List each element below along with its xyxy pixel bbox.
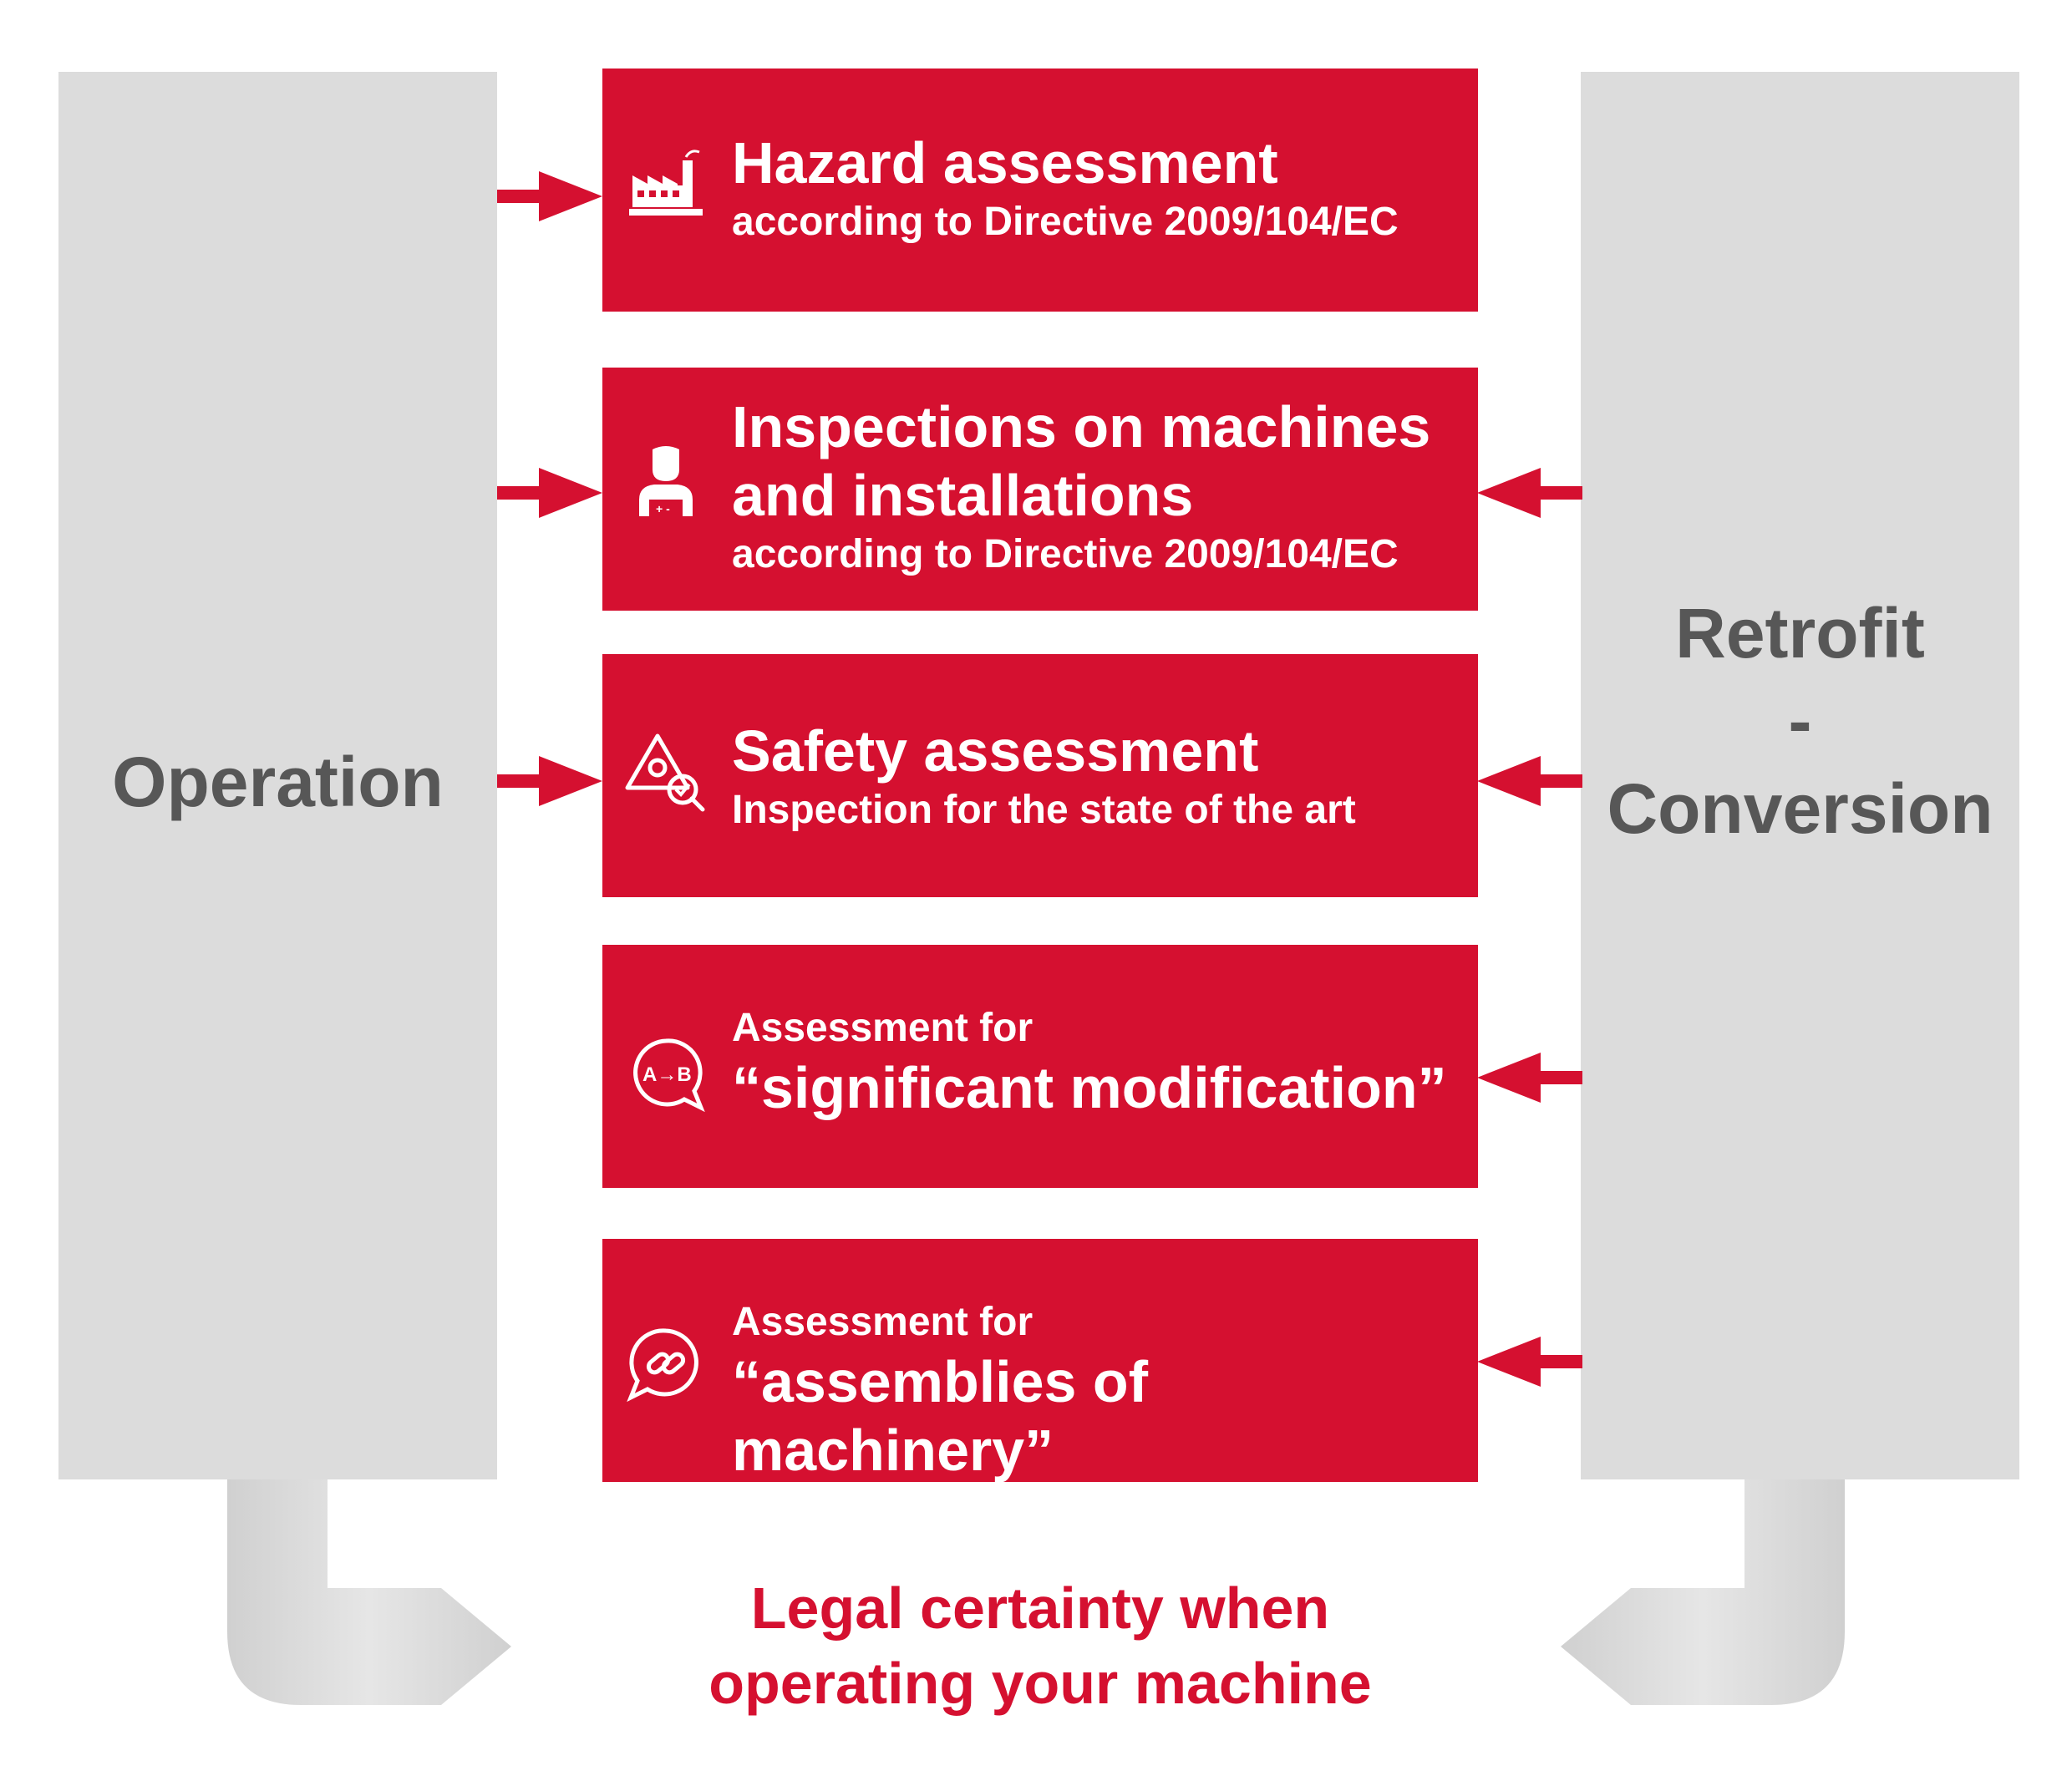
box-title: Hazard assessment (732, 130, 1278, 195)
factory-icon (629, 150, 703, 216)
arrow-right-to-inspections (1477, 468, 1582, 518)
inspections-box: + - Inspections on machines and installa… (602, 368, 1478, 611)
box-subtitle: Inspection for the state of the art (732, 788, 1356, 832)
retrofit-label: Retrofit (1675, 594, 1925, 672)
box-pretitle: Assessment for (732, 1300, 1033, 1344)
box-title-line1: Inspections on machines (732, 394, 1431, 459)
arrow-left-to-hazard (497, 171, 602, 221)
box-title: “assemblies of machinery” (732, 1349, 1148, 1483)
assemblies-of-machinery-box: Assessment for “assemblies of machinery” (602, 1239, 1478, 1483)
box-pretitle: Assessment for (732, 1006, 1033, 1050)
box-title: Safety assessment (732, 718, 1259, 784)
safety-assessment-box: Safety assessment Inspection for the sta… (602, 654, 1478, 897)
operation-column: Operation (58, 72, 497, 1479)
retrofit-conversion-column: Retrofit - Conversion (1581, 72, 2019, 1479)
dash-label: - (1788, 682, 1812, 760)
arrow-right-to-modification (1477, 1053, 1582, 1103)
caption-line2: operating your machine (708, 1651, 1372, 1716)
box-subtitle: according to Directive 2009/104/EC (732, 200, 1399, 244)
caption-line1: Legal certainty when (750, 1576, 1330, 1641)
significant-modification-box: A→B Assessment for “significant modifica… (602, 945, 1478, 1188)
box-title-line2: and installations (732, 463, 1194, 528)
conversion-label: Conversion (1607, 769, 1993, 848)
link-bubble-icon (627, 1328, 698, 1403)
legal-certainty-caption: Legal certainty when operating your mach… (602, 1570, 1479, 1721)
arrow-left-to-inspections (497, 468, 602, 518)
box-title: “significant modification” (732, 1055, 1447, 1120)
hazard-assessment-box: Hazard assessment according to Directive… (602, 69, 1478, 312)
arrow-left-to-safety (497, 756, 602, 806)
inspector-icon: + - (639, 446, 693, 516)
svg-text:+ -: + - (656, 502, 670, 515)
arrow-right-to-safety (1477, 756, 1582, 806)
operation-label: Operation (112, 742, 444, 821)
a-to-b-icon: A→B (633, 1038, 705, 1113)
warning-magnifier-icon (625, 733, 705, 812)
arrow-right-to-assemblies (1477, 1337, 1582, 1387)
left-flow-pipe (227, 1479, 511, 1705)
box-subtitle: according to Directive 2009/104/EC (732, 532, 1399, 576)
right-flow-pipe (1561, 1479, 1845, 1705)
svg-text:A→B: A→B (642, 1063, 692, 1086)
